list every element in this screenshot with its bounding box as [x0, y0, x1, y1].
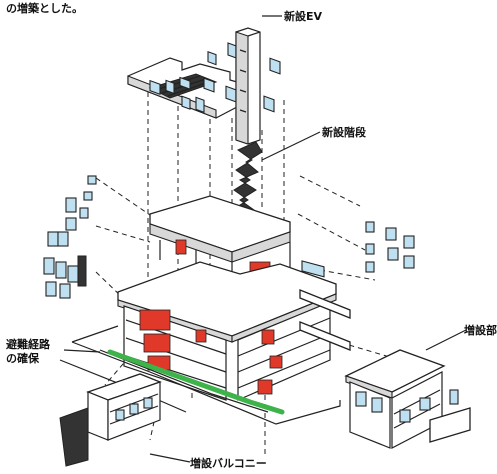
site-ground-plate [59, 325, 341, 425]
right-extension [344, 349, 471, 449]
label-evac-route-line1: 避難経路 [6, 337, 51, 351]
label-extension-right: 増設部 [464, 323, 497, 337]
label-evac-route-line2: の確保 [6, 351, 40, 365]
header-text: の増築とした。 [6, 1, 83, 15]
new-elevator-shaft [235, 27, 261, 145]
main-building-upper [149, 195, 291, 300]
evac-leader [63, 349, 101, 353]
balcony-extension [59, 373, 162, 467]
label-new-ev: 新設EV [284, 9, 323, 23]
label-balcony: 増設バルコニー [190, 456, 267, 470]
extension-leader [425, 329, 467, 351]
main-building-body [117, 261, 351, 401]
label-new-stairs: 新設階段 [322, 125, 366, 139]
balcony-leader [149, 453, 191, 463]
floating-windows-left [43, 175, 97, 299]
evacuation-route-line [107, 349, 285, 415]
stairs-leader [261, 131, 321, 161]
floating-windows-top [149, 42, 281, 114]
